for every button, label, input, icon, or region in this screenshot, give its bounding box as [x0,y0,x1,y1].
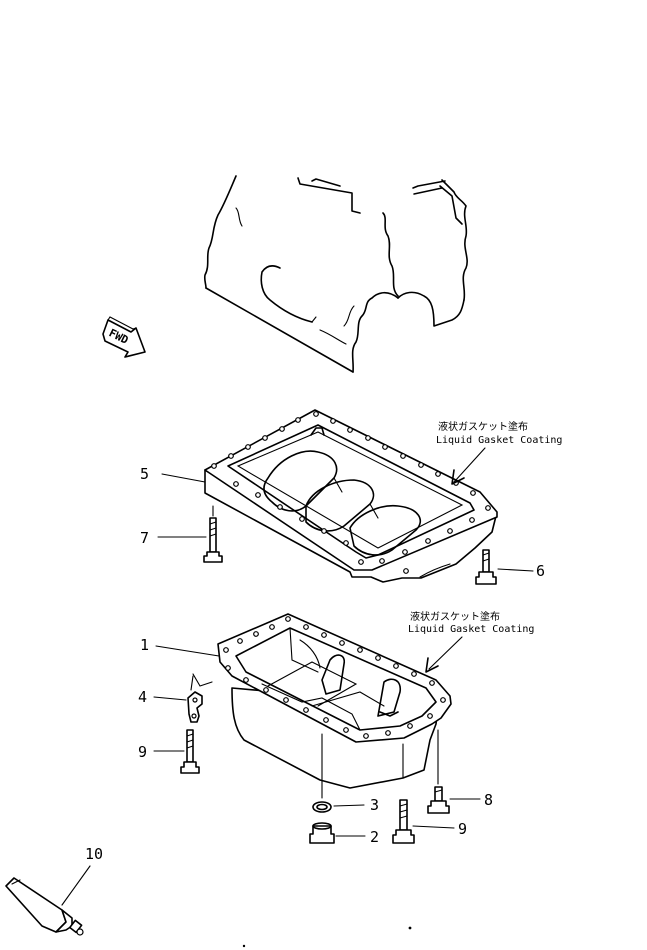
part-6-bolt [475,549,497,585]
upper-note-en: Liquid Gasket Coating [436,435,562,446]
part-10-gasket-tube [5,877,84,936]
part-9-bolt-left [180,729,200,774]
engine-block [203,175,468,373]
callout-9-left: 9 [138,743,147,761]
callout-7: 7 [140,529,149,547]
callout-6: 6 [536,562,545,580]
callout-3: 3 [370,796,379,814]
callout-5: 5 [140,465,149,483]
leader-lines [61,447,534,906]
part-1-bolt-holes [223,616,446,739]
lower-note-jp: 液状ガスケット塗布 [410,610,500,623]
fwd-arrow: FWD [102,316,146,358]
part-3-gasket [312,779,332,813]
callout-2: 2 [370,828,379,846]
callout-10: 10 [85,845,103,863]
callout-9-right: 9 [458,820,467,838]
coating-notes: 液状ガスケット塗布 Liquid Gasket Coating 液状ガスケット塗… [408,420,562,635]
callout-4: 4 [138,688,147,706]
lower-note-en: Liquid Gasket Coating [408,624,534,635]
callout-1: 1 [140,636,149,654]
callout-8: 8 [484,791,493,809]
stray-marks [242,926,412,948]
part-7-bolt [203,505,223,563]
part-2-drain-plug [309,822,335,844]
part-9-bolt-right [392,799,415,844]
upper-note-jp: 液状ガスケット塗布 [438,420,528,433]
callout-numbers: 5 7 6 1 4 9 3 2 9 8 10 [85,465,545,863]
part-8-bolt [427,729,450,814]
part-1-oil-pan [217,613,452,789]
part-4-clip [187,673,213,723]
part-5-oil-pan-spacer [204,409,498,583]
